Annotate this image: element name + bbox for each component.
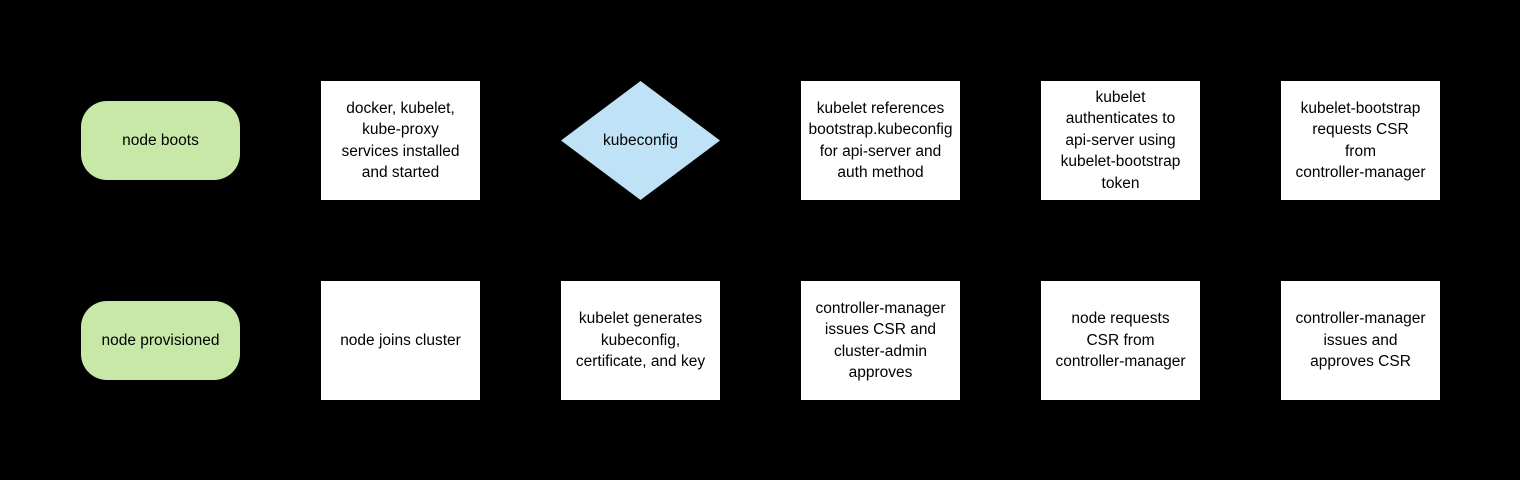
- flow-node-label: docker, kubelet, kube-proxy services ins…: [341, 99, 460, 182]
- flow-node-node-provisioned[interactable]: node provisioned: [81, 301, 240, 380]
- flow-node-services-installed[interactable]: docker, kubelet, kube-proxy services ins…: [321, 81, 480, 200]
- flow-node-label: node provisioned: [101, 331, 220, 349]
- flow-node-label: controller-manager issues and approves C…: [1295, 310, 1426, 371]
- flow-node-label: kubelet-bootstrap requests CSR from cont…: [1295, 99, 1426, 182]
- flow-node-kubelet-generates[interactable]: kubelet generates kubeconfig, certificat…: [561, 281, 720, 400]
- flow-node-label: kubelet references bootstrap.kubeconfig …: [808, 99, 953, 182]
- flow-node-cm-issues-csr-approves[interactable]: controller-manager issues CSR and cluste…: [801, 281, 960, 400]
- flow-node-node-joins-cluster[interactable]: node joins cluster: [321, 281, 480, 400]
- flow-node-kubelet-references-bootstrap[interactable]: kubelet references bootstrap.kubeconfig …: [801, 81, 960, 200]
- flow-node-label: node boots: [122, 131, 199, 149]
- flow-node-kubelet-authenticates[interactable]: kubelet authenticates to api-server usin…: [1041, 81, 1200, 200]
- flow-node-kubeconfig-decision[interactable]: kubeconfig: [561, 81, 720, 200]
- flow-node-cm-issues-approves-csr[interactable]: controller-manager issues and approves C…: [1281, 281, 1440, 400]
- flow-node-label: controller-manager issues CSR and cluste…: [815, 299, 946, 382]
- flow-node-node-requests-csr[interactable]: node requests CSR from controller-manage…: [1041, 281, 1200, 400]
- flow-node-label: node joins cluster: [340, 331, 461, 349]
- flow-node-label: node requests CSR from controller-manage…: [1055, 310, 1186, 371]
- flow-node-label: kubeconfig: [603, 131, 678, 149]
- flow-node-label: kubelet generates kubeconfig, certificat…: [575, 310, 706, 371]
- flow-node-label: kubelet authenticates to api-server usin…: [1060, 88, 1181, 192]
- flow-node-bootstrap-requests-csr[interactable]: kubelet-bootstrap requests CSR from cont…: [1281, 81, 1440, 200]
- flow-node-node-boots[interactable]: node boots: [81, 101, 240, 180]
